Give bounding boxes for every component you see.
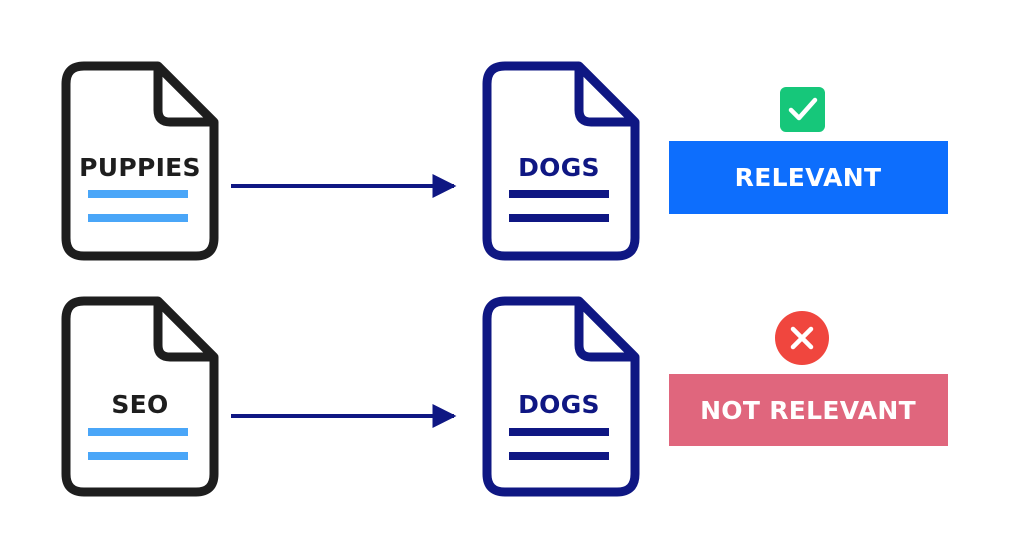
text-line xyxy=(88,428,188,436)
source-document-puppies: PUPPIES xyxy=(61,61,219,261)
text-line xyxy=(88,214,188,222)
result-label: RELEVANT xyxy=(735,163,882,192)
document-fold-icon xyxy=(153,301,214,362)
text-line xyxy=(509,214,609,222)
row-not-relevant: SEO DOGS NOT RELEVANT xyxy=(61,296,948,497)
text-line xyxy=(509,428,609,436)
document-icon xyxy=(61,61,219,261)
text-line xyxy=(88,190,188,198)
text-line xyxy=(509,190,609,198)
not-relevant-badge: NOT RELEVANT xyxy=(669,374,948,446)
target-label: DOGS xyxy=(518,153,600,182)
target-document-dogs: DOGS xyxy=(482,61,640,261)
text-line xyxy=(88,452,188,460)
source-label: SEO xyxy=(111,390,168,419)
source-document-seo: SEO xyxy=(61,296,219,497)
document-icon xyxy=(482,296,640,497)
relevant-badge: RELEVANT xyxy=(669,141,948,214)
document-icon xyxy=(61,296,219,497)
source-label: PUPPIES xyxy=(79,153,201,182)
document-fold-icon xyxy=(574,301,635,362)
text-line xyxy=(509,452,609,460)
document-icon xyxy=(482,61,640,261)
cross-icon xyxy=(775,311,829,365)
document-fold-icon xyxy=(574,66,635,127)
check-icon xyxy=(780,87,825,132)
row-relevant: PUPPIES DOGS RELEVANT xyxy=(61,61,948,261)
target-document-dogs: DOGS xyxy=(482,296,640,497)
result-label: NOT RELEVANT xyxy=(700,396,916,425)
target-label: DOGS xyxy=(518,390,600,419)
document-fold-icon xyxy=(153,66,214,127)
